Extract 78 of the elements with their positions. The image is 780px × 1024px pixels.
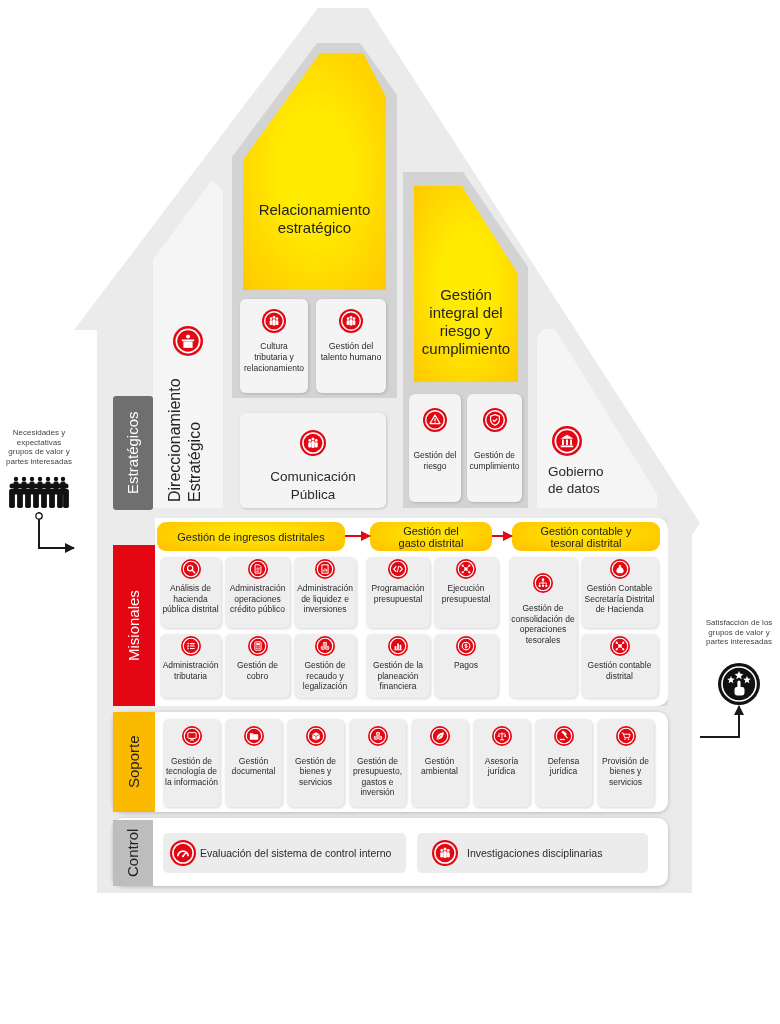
process-box — [467, 394, 522, 502]
process-label: Pagos — [452, 660, 480, 671]
process-box — [163, 719, 220, 807]
stakeholder-caption: Satisfacción de los grupos de valor y partes interesadas — [704, 618, 774, 647]
process-label: Defensa jurídica — [546, 756, 581, 777]
process-label: Ejecución presupuestal — [440, 583, 492, 604]
process-box — [287, 719, 344, 807]
process-box — [160, 634, 221, 698]
process-box — [473, 719, 530, 807]
process-box — [349, 719, 406, 807]
process-box — [240, 413, 386, 508]
process-box — [240, 299, 308, 393]
process-box — [225, 634, 290, 698]
process-label: Provisión de bienes y servicios — [601, 756, 650, 787]
process-box — [163, 833, 406, 873]
arrow — [491, 531, 513, 541]
process-box — [535, 719, 592, 807]
macroprocess-bar: Gestión del gasto distrital — [370, 522, 492, 551]
process-label: Administración operaciones crédito público — [228, 583, 287, 615]
stakeholder-caption: Necesidades y expectativas grupos de valor y partes interesadas — [5, 428, 73, 466]
process-box — [434, 634, 498, 698]
process-box — [581, 634, 658, 698]
category-tab: Misionales — [113, 545, 155, 706]
category-tab: Soporte — [113, 712, 155, 812]
process-box — [509, 557, 577, 698]
process-box — [581, 557, 658, 628]
process-label: Evaluación del sistema de control interno — [200, 846, 393, 860]
arrow — [699, 705, 744, 738]
process-label: Gestión del talento humano — [319, 341, 383, 363]
process-box — [417, 833, 648, 873]
process-label: Programación presupuestal — [370, 583, 426, 604]
process-label: Gestión de cobro — [235, 660, 280, 681]
process-label: Gobierno de datos — [548, 463, 605, 497]
process-box — [409, 394, 461, 502]
process-label: Gestión de cumplimiento — [468, 450, 521, 471]
process-box — [434, 557, 498, 628]
process-box — [294, 634, 356, 698]
process-box — [597, 719, 654, 807]
macroprocess-heading: Gestión integral del riesgo y cumplimiento — [414, 186, 518, 382]
macroprocess-bar: Gestión de ingresos distritales — [157, 522, 345, 551]
process-label: Gestión de tecnología de la información — [164, 756, 219, 787]
process-group — [403, 172, 528, 508]
process-label: Administración tributaria — [161, 660, 220, 681]
process-band — [113, 518, 668, 706]
process-box — [411, 719, 468, 807]
process-label: Gestión de presupuesto, gastos e inversión — [351, 756, 404, 798]
macroprocess-bar: Gestión contable y tesoral distrital — [512, 522, 660, 551]
process-label: Gestión de la planeación financiera — [371, 660, 425, 692]
process-box — [153, 180, 223, 508]
process-label: Gestión documental — [230, 756, 277, 777]
process-label: Comunicación Pública — [269, 468, 357, 504]
process-label: Cultura tributaria y relacionamiento — [243, 341, 305, 374]
process-label: Gestión ambiental — [420, 756, 459, 777]
arrow — [344, 531, 371, 541]
process-group — [232, 43, 397, 398]
process-label: Gestión del riesgo — [412, 450, 458, 471]
process-label: Asesoría jurídica — [483, 756, 520, 777]
process-box — [225, 557, 290, 628]
process-label: Gestión de recaudo y legalización — [301, 660, 349, 692]
macroprocess-heading: Relacionamiento estratégico — [243, 53, 386, 290]
process-box — [294, 557, 356, 628]
process-label: Gestión de bienes y servicios — [293, 756, 338, 787]
process-label: Gestión de consolidación de operaciones tesorales — [510, 603, 576, 645]
category-tab: Estratégicos — [113, 396, 153, 510]
process-label: Análisis de hacienda pública distrital — [161, 583, 220, 615]
process-label: Investigaciones disciplinarias — [467, 846, 604, 860]
process-label: Administración de liquidez e inversiones — [296, 583, 354, 615]
process-label: Direccionamiento Estratégico — [165, 377, 204, 502]
process-label: Gestión contable distrital — [586, 660, 653, 681]
process-box — [316, 299, 386, 393]
process-box — [225, 719, 282, 807]
process-box — [366, 634, 430, 698]
process-band — [113, 818, 668, 886]
process-label: Gestión Contable Secretaría Distrital de Hacienda — [583, 583, 656, 615]
category-tab: Control — [113, 820, 153, 886]
process-box — [366, 557, 430, 628]
process-band — [113, 712, 668, 812]
process-box — [160, 557, 221, 628]
